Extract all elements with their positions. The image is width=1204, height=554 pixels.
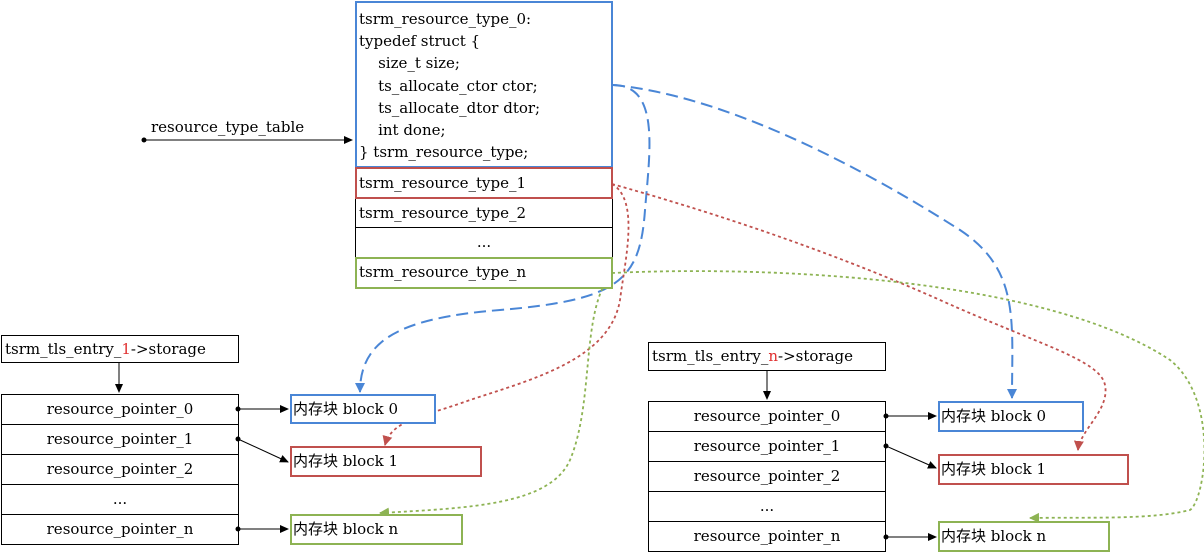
left-pointer-arrows [235, 405, 289, 533]
left-resource-pointer-0: resource_pointer_0 [1, 394, 239, 425]
left-resource-pointer-ellipsis: ... [1, 484, 239, 515]
entry-prefix: tsrm_tls_entry_ [652, 347, 769, 365]
right-memory-block-0: 内存块 block 0 [938, 401, 1084, 432]
left-resource-pointer-2: resource_pointer_2 [1, 454, 239, 485]
struct-line: ts_allocate_dtor dtor; [359, 98, 541, 117]
left-tls-entry-storage: tsrm_tls_entry_1->storage [1, 335, 239, 363]
right-pointer-arrows [883, 412, 937, 541]
right-tls-entry-storage: tsrm_tls_entry_n->storage [648, 342, 886, 371]
struct-line: } tsrm_resource_type; [359, 143, 529, 162]
right-resource-pointer-2: resource_pointer_2 [648, 461, 886, 492]
struct-line: typedef struct { [359, 32, 481, 51]
resource-type-1-row: tsrm_resource_type_1 [355, 168, 613, 199]
blue-dashed-links [355, 84, 1018, 399]
left-resource-pointer-n: resource_pointer_n [1, 514, 239, 545]
struct-line: ts_allocate_ctor ctor; [359, 76, 538, 95]
entry-suffix: ->storage [130, 340, 206, 358]
resource-type-table-label: resource_type_table [151, 118, 305, 136]
resource-type-1-highlight [355, 167, 613, 199]
right-resource-pointer-0: resource_pointer_0 [648, 401, 886, 432]
right-resource-pointer-ellipsis: ... [648, 491, 886, 522]
struct-line: size_t size; [359, 54, 460, 73]
red-dotted-links [382, 183, 1107, 451]
resource-type-n-highlight [355, 257, 613, 289]
resource-type-2-row: tsrm_resource_type_2 [355, 198, 613, 228]
left-memory-block-n: 内存块 block n [290, 514, 463, 545]
table-pointer-arrow [141, 136, 353, 144]
left-memory-block-1: 内存块 block 1 [290, 446, 482, 477]
left-memory-block-0: 内存块 block 0 [290, 394, 436, 424]
storage-down-arrows [115, 362, 771, 400]
left-resource-pointer-1: resource_pointer_1 [1, 424, 239, 455]
entry-suffix: ->storage [778, 347, 854, 365]
right-memory-block-n: 内存块 block n [938, 521, 1110, 552]
entry-index: 1 [121, 340, 131, 358]
right-resource-pointer-n: resource_pointer_n [648, 521, 886, 552]
right-resource-pointer-1: resource_pointer_1 [648, 431, 886, 462]
entry-index: n [768, 347, 779, 365]
struct-line: int done; [359, 121, 446, 140]
resource-type-0-struct: tsrm_resource_type_0: typedef struct { s… [355, 1, 613, 168]
resource-type-ellipsis-row: ... [355, 227, 613, 258]
entry-prefix: tsrm_tls_entry_ [5, 340, 122, 358]
struct-line: tsrm_resource_type_0: [359, 10, 532, 28]
green-dotted-links [379, 270, 1204, 523]
right-memory-block-1: 内存块 block 1 [938, 454, 1129, 485]
